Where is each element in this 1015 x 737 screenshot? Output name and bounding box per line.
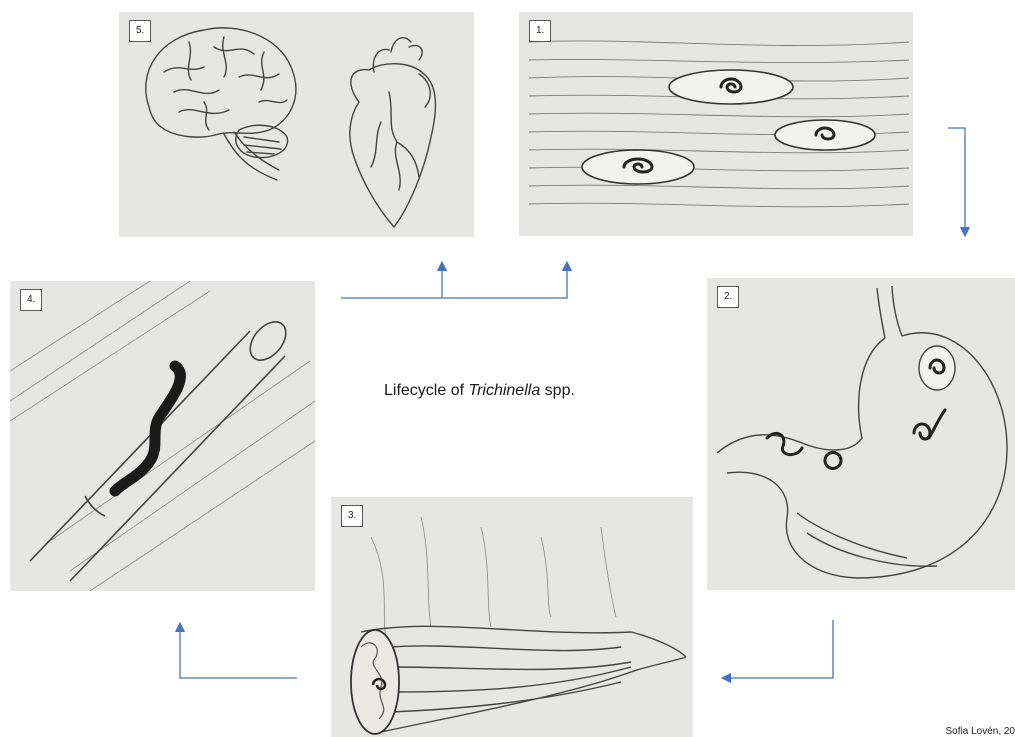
title-genus: Trichinella xyxy=(468,382,540,399)
stomach-drawing xyxy=(707,278,1015,590)
intestine-drawing xyxy=(331,497,693,737)
arrow-1-to-2 xyxy=(948,128,965,232)
diagram-title: Lifecycle of Trichinella spp. xyxy=(384,382,575,400)
encysted-larvae-drawing xyxy=(519,12,913,236)
panel-1-muscle: 1. xyxy=(519,12,913,236)
author-credit: Sofia Lovén, 20 xyxy=(946,726,1015,737)
panel-number: 1. xyxy=(529,20,551,42)
title-prefix: Lifecycle of xyxy=(384,382,468,399)
panel-4-blood-vessel: 4. xyxy=(10,281,315,591)
title-suffix: spp. xyxy=(540,382,575,399)
panel-number: 4. xyxy=(20,289,42,311)
panel-number: 3. xyxy=(341,505,363,527)
arrow-3-to-4 xyxy=(180,627,297,678)
panel-number: 5. xyxy=(129,20,151,42)
brain-heart-drawing xyxy=(119,12,474,237)
arrow-2-to-3 xyxy=(726,620,833,678)
panel-2-stomach: 2. xyxy=(707,278,1015,590)
panel-number: 2. xyxy=(717,286,739,308)
blood-vessel-drawing xyxy=(10,281,315,591)
panel-5-brain-heart: 5. xyxy=(119,12,474,237)
arrow-4-to-5-and-1 xyxy=(341,266,567,298)
panel-3-intestine: 3. xyxy=(331,497,693,737)
